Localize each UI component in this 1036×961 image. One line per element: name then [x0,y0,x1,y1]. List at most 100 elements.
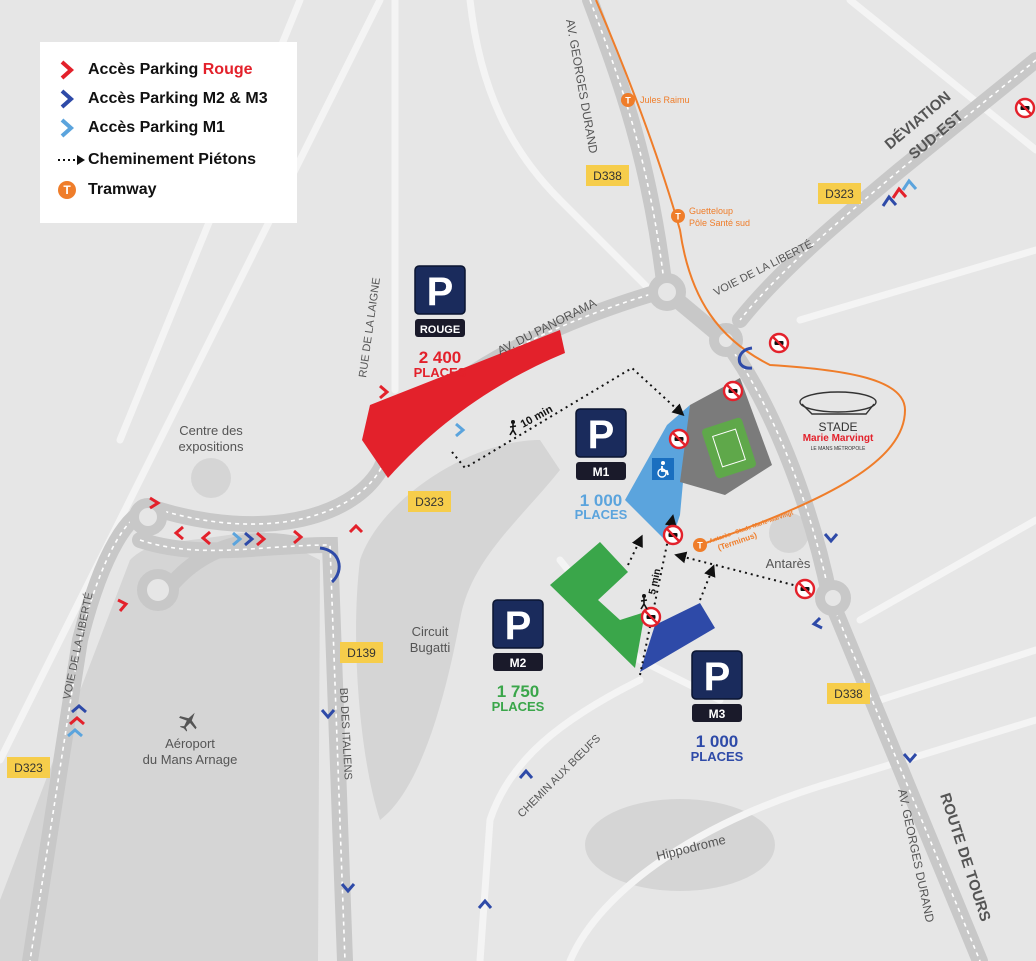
pedestrian-icon [640,594,648,610]
tram-icon: T [621,93,635,107]
dotted-arrow-icon [58,150,88,170]
legend-row-pietons: Cheminement Piétons [58,148,256,172]
parking-m1-count: 1 000 [580,491,623,510]
legend-m1-label: Accès Parking M1 [88,119,225,136]
road-number-d139: D139 [340,642,383,663]
tram-icon: T [693,538,707,552]
place-aeroport-2: du Mans Arnage [143,752,238,767]
access-arrow-m2m3 [340,883,356,894]
walk-route-antares [674,551,806,589]
svg-text:D338: D338 [834,687,863,701]
place-centre-expositions-2: expositions [178,439,244,454]
tram-icon: T [58,180,88,200]
no-car-icon [640,606,662,628]
parking-m2-unit: PLACES [492,699,545,714]
access-arrow-m2m3 [244,531,255,547]
access-arrow-m2m3 [811,616,823,630]
roundabout-southwest [137,569,179,611]
antares-area [769,513,809,553]
parking-m3-unit: PLACES [691,749,744,764]
parking-m3-count: 1 000 [696,732,739,751]
expo-center-area [191,458,231,498]
svg-text:T: T [697,541,703,551]
parking-sign-rouge: P ROUGE [414,265,466,337]
plane-icon [179,712,197,732]
access-arrow-m2m3 [902,753,918,764]
svg-text:D139: D139 [347,646,376,660]
road-label-bd-italiens: BD DES ITALIENS [337,688,354,781]
legend-row-rouge: Accès Parking Rouge [58,58,253,82]
chevron-light-blue-icon [58,118,88,138]
stadium-logo-line2: Marie Marvingt [803,433,874,444]
access-arrow-m1 [455,422,466,438]
svg-text:T: T [63,183,71,197]
no-car-icons [640,97,1036,628]
roundabout-north [648,273,686,311]
pedestrian-routes [451,366,806,676]
access-arrow-m2m3 [320,709,336,720]
parking-m1-unit: PLACES [575,507,628,522]
no-car-icon [722,380,744,402]
access-arrow-rouge [117,598,129,612]
wheelchair-icon [652,458,674,480]
stadium [680,378,772,495]
access-arrow-rouge [200,530,211,546]
tram-stop-guetteloup-sub: Pôle Santé sud [689,218,750,228]
legend-row-m2m3: Accès Parking M2 & M3 [58,87,268,111]
no-car-icon [1014,97,1036,119]
no-car-icon [768,332,790,354]
place-circuit-bugatti: Circuit [412,624,449,639]
access-arrow-rouge [379,384,390,400]
parking-rouge-unit: PLACES [414,365,467,380]
road-number-d323-center: D323 [408,491,451,512]
access-arrow-m1 [901,178,918,191]
parking-icon: P [704,655,731,699]
roundabout-antares [815,580,851,616]
svg-text:D323: D323 [14,761,43,775]
legend-pietons-label: Cheminement Piétons [88,151,257,168]
roundabout-stadium [709,323,743,357]
parking-icon: P [588,413,615,457]
stadium-logo-line3: LE MANS MÉTROPOLE [811,445,866,452]
road-number-d338-south: D338 [827,683,870,704]
access-arrow-m2m3 [518,768,534,779]
road-number-d323-west: D323 [7,757,50,778]
legend-rouge-word: Rouge [202,61,253,78]
no-car-icon [668,428,690,450]
map-legend: Accès Parking Rouge Accès Parking M2 & M… [40,42,297,223]
u-turn-arrow-icon [737,346,753,370]
parking-m3-area [640,603,715,672]
access-arrow-rouge [293,529,304,545]
stadium-logo-line1: STADE [818,420,857,434]
parking-rouge-count: 2 400 [419,348,462,367]
place-aeroport: Aéroport [165,736,215,751]
place-circuit-bugatti-2: Bugatti [410,640,451,655]
place-centre-expositions: Centre des [179,423,243,438]
parking-m2-area [550,542,645,668]
parking-m3-badge: M3 [709,707,726,721]
access-arrow-m2m3 [71,704,87,714]
svg-text:D323: D323 [825,187,854,201]
legend-rouge-label: Accès Parking [88,61,203,78]
parking-rouge-badge: ROUGE [420,324,460,336]
chevron-red-icon [58,60,88,80]
road-number-d338-north: D338 [586,165,629,186]
parking-m1-badge: M1 [593,465,610,479]
svg-text:T: T [625,96,631,106]
pedestrian-icon [509,420,517,436]
roundabout-west [129,498,167,536]
chevron-dark-blue-icon [58,89,88,109]
place-antares: Antarès [766,556,811,571]
parking-m2-count: 1 750 [497,682,540,701]
stadium-logo: STADE Marie Marvingt LE MANS MÉTROPOLE [799,391,877,452]
access-arrow-rouge [149,496,161,510]
parking-sign-m2: P M2 [492,599,544,671]
access-arrow-m2m3 [823,533,839,544]
no-car-icon [662,524,684,546]
no-car-icon [794,578,816,600]
access-arrow-rouge [173,525,184,541]
parking-sign-m3: P M3 [691,650,743,722]
tram-stop-guetteloup: Guetteloup [689,206,733,216]
legend-row-tramway: T Tramway [58,178,156,202]
